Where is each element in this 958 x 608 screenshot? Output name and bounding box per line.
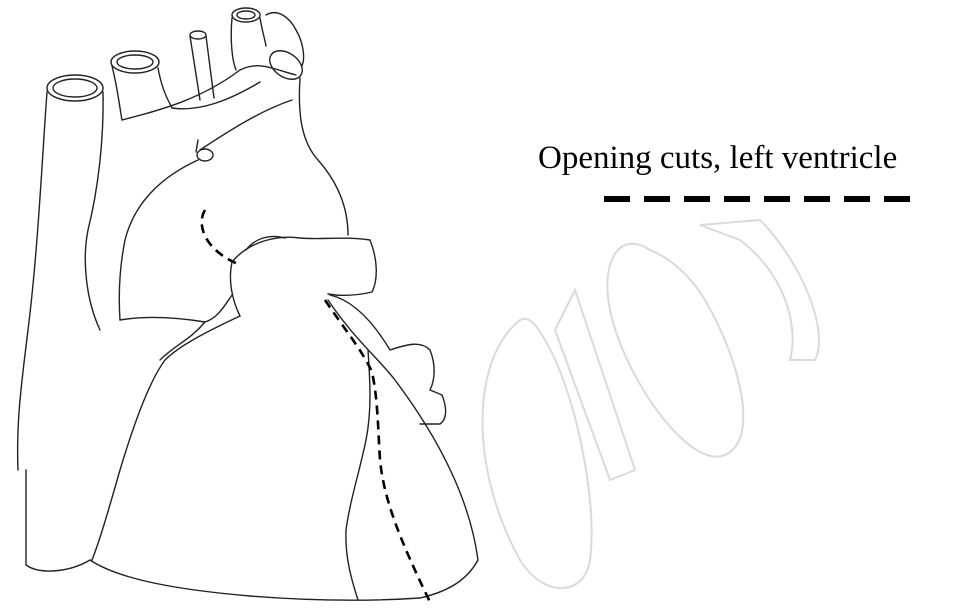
heart-outline [18, 8, 478, 600]
cut-line-atrial [202, 210, 238, 264]
watermark [483, 220, 819, 588]
cut-line-ventricle [325, 300, 430, 602]
legend-label: Opening cuts, left ventricle [538, 140, 897, 177]
opening-cuts [202, 210, 430, 602]
